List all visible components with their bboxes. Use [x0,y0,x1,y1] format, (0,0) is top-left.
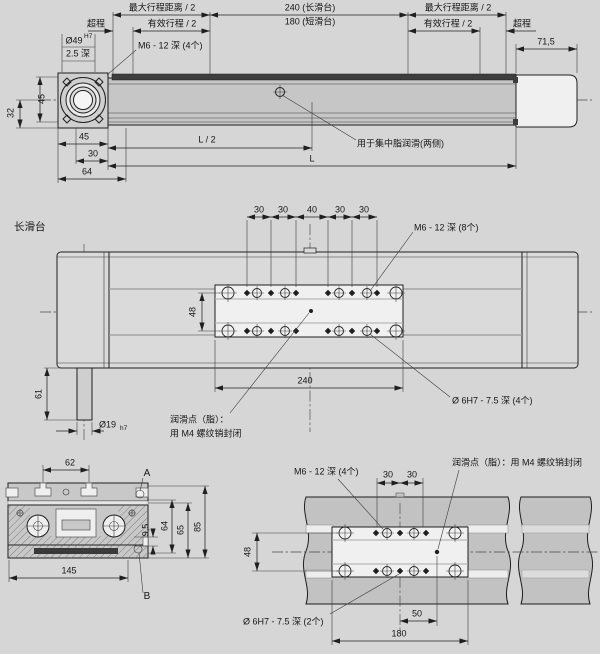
section-view-linework [5,465,209,594]
feature-b [133,544,143,554]
side-view-linework [16,12,592,183]
plan-view-linework [40,214,592,442]
detail-lube-point [434,549,440,555]
plan-lube-point [309,309,313,313]
detail-view-linework [252,469,598,645]
flange-corner-holes [62,77,104,124]
